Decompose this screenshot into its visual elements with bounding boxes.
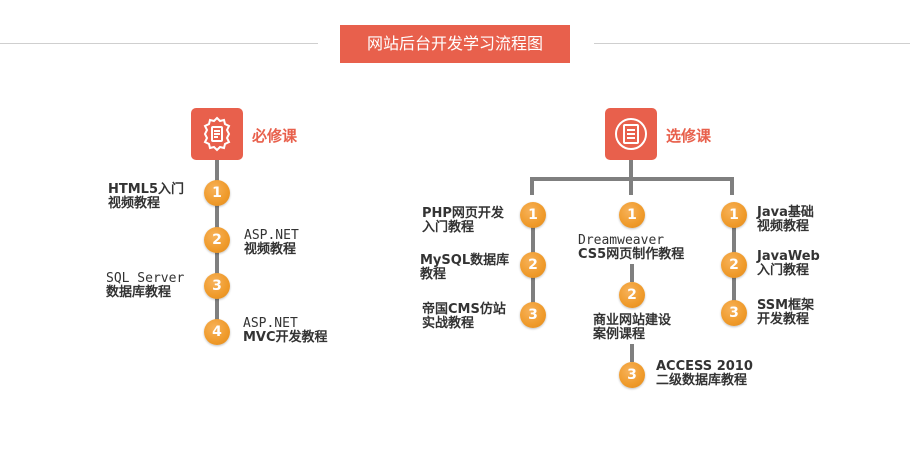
required-step-4-badge: 4 (204, 319, 230, 345)
elective-left-step-3-text: 帝国CMS仿站实战教程 (422, 302, 506, 331)
elective-right-step-1-text: Java基础视频教程 (757, 205, 814, 234)
title-rule-right (594, 43, 910, 44)
elective-middle-connector-b (630, 344, 634, 362)
elective-middle-drop (629, 177, 633, 195)
elective-left-drop (530, 177, 534, 195)
elective-middle-step-1-badge: 1 (619, 202, 645, 228)
required-step-1-badge: 1 (204, 180, 230, 206)
elective-right-step-3-badge: 3 (721, 300, 747, 326)
elective-right-step-2-badge: 2 (721, 252, 747, 278)
elective-right-drop (730, 177, 734, 195)
elective-left-step-3-badge: 3 (520, 302, 546, 328)
elective-middle-connector-a (630, 264, 634, 282)
required-step-3-badge: 3 (204, 273, 230, 299)
elective-left-step-1-text: PHP网页开发入门教程 (422, 206, 504, 235)
title-rule-left (0, 43, 318, 44)
required-icon (191, 108, 243, 160)
required-label: 必修课 (252, 127, 298, 145)
elective-trunk (629, 160, 633, 178)
elective-middle-step-3-badge: 3 (619, 362, 645, 388)
elective-left-step-2-text: MySQL数据库教程 (420, 253, 510, 282)
elective-right-step-1-badge: 1 (721, 202, 747, 228)
page-title: 网站后台开发学习流程图 (340, 25, 570, 63)
elective-middle-step-2-text: 商业网站建设案例课程 (593, 313, 672, 342)
elective-middle-step-2-badge: 2 (619, 282, 645, 308)
elective-right-step-3-text: SSM框架开发教程 (757, 298, 815, 327)
elective-label: 选修课 (666, 127, 712, 145)
elective-left-step-2-badge: 2 (520, 252, 546, 278)
required-step-2-badge: 2 (204, 227, 230, 253)
elective-left-step-1-badge: 1 (520, 202, 546, 228)
required-step-1-text: HTML5入门视频教程 (108, 182, 185, 211)
checklist-document-icon (615, 118, 647, 150)
badge-gear-document-icon (203, 116, 231, 152)
elective-icon (605, 108, 657, 160)
